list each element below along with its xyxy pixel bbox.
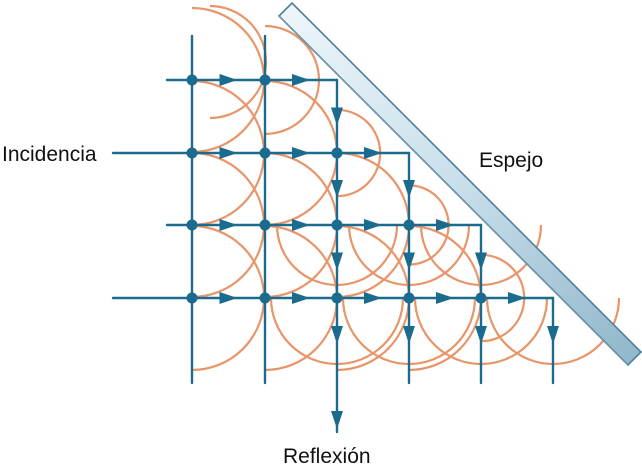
wavelet-arcs xyxy=(191,4,621,372)
arrow-right xyxy=(364,219,382,231)
direction-arrows xyxy=(219,74,559,429)
arrow-down xyxy=(331,107,343,126)
arrow-right xyxy=(219,219,238,231)
arrow-right xyxy=(219,74,238,86)
mirror-label: Espejo xyxy=(479,149,543,172)
arrow-right xyxy=(436,219,454,231)
arrow-down xyxy=(475,326,487,344)
wave-point xyxy=(403,219,415,231)
arrow-right xyxy=(364,292,382,304)
wave-point xyxy=(331,147,343,159)
arrow-down xyxy=(331,252,343,271)
arrow-down xyxy=(475,252,487,271)
wave-point xyxy=(186,219,198,231)
mirror-edge xyxy=(278,15,629,366)
arrow-right xyxy=(292,74,310,86)
wave-point xyxy=(331,219,343,231)
arrow-down xyxy=(331,326,343,344)
arrow-right xyxy=(292,292,310,304)
wavelet-arc xyxy=(209,4,268,120)
arrow-down xyxy=(547,326,559,344)
arrow-right xyxy=(219,147,238,159)
arrow-right xyxy=(508,292,526,304)
arrow-down xyxy=(403,252,415,271)
wave-point xyxy=(259,147,271,159)
arrow-down xyxy=(403,326,415,344)
wave-point xyxy=(475,292,487,304)
arrow-right xyxy=(292,219,310,231)
wave-point xyxy=(259,74,271,86)
wave-point xyxy=(331,292,343,304)
wave-points xyxy=(186,74,487,304)
incidence-label: Incidencia xyxy=(2,143,97,166)
arrow-right xyxy=(364,147,382,159)
wave-point xyxy=(403,292,415,304)
wave-point xyxy=(186,147,198,159)
wave-point xyxy=(259,219,271,231)
wave-point xyxy=(186,74,198,86)
wave-point xyxy=(259,292,271,304)
arrow-down xyxy=(331,411,343,429)
mirror xyxy=(277,1,642,367)
arrow-down xyxy=(331,180,343,198)
wavefront-rays xyxy=(111,34,555,434)
arrow-down xyxy=(403,180,415,198)
arrow-right xyxy=(219,292,238,304)
arrow-right xyxy=(292,147,310,159)
wave-point xyxy=(186,292,198,304)
arrow-right xyxy=(436,292,454,304)
reflection-label: Reflexión xyxy=(283,445,371,468)
